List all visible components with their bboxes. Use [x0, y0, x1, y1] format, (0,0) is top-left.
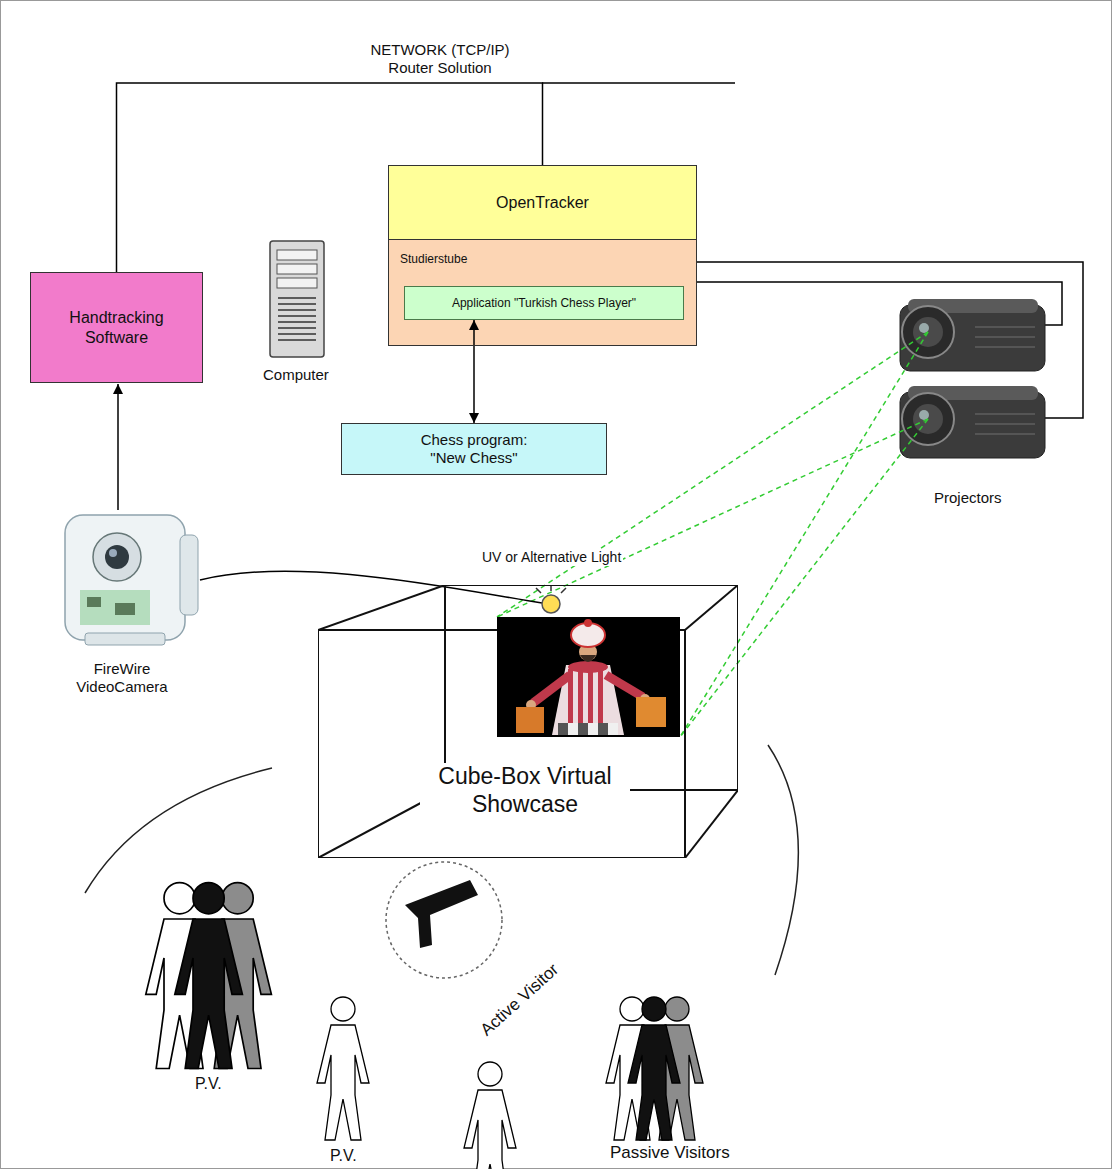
- showcase-cube: Cube-Box Virtual Showcase: [318, 585, 738, 858]
- projector: [975, 327, 1035, 347]
- network-label: NETWORK (TCP/IP) Router Solution: [363, 41, 517, 77]
- device-label: Projectors: [932, 489, 1004, 507]
- program-box: Chess program: "New Chess": [341, 423, 607, 475]
- visitor-label: Active Visitor: [475, 959, 564, 1042]
- turk-automaton-image: [584, 619, 592, 627]
- device-label: FireWire VideoCamera: [65, 660, 179, 696]
- projector: [975, 414, 1035, 434]
- firewire-camera: [109, 549, 117, 557]
- turk-automaton-image: [608, 723, 618, 735]
- passive-visitor-group: [175, 883, 243, 1069]
- computer-icon: [270, 241, 324, 357]
- hmd-icon: [386, 862, 502, 978]
- active-visitor-figure: [464, 1062, 516, 1169]
- passive-visitor: [317, 997, 369, 1140]
- turk-automaton-image: [516, 707, 544, 733]
- cube-edge: [685, 585, 738, 630]
- cube-edge: [685, 790, 738, 858]
- projection-beams: [497, 332, 928, 737]
- cube-edge: [445, 585, 738, 586]
- turk-automaton-image: [606, 675, 643, 697]
- passive-visitor: [317, 997, 369, 1140]
- box-title: Studierstube: [400, 252, 467, 266]
- firewire-camera: [85, 633, 165, 645]
- panel-fills: [388, 239, 697, 346]
- visitor-label: Passive Visitors: [608, 1143, 732, 1163]
- hmd-icon: [386, 862, 502, 978]
- projector: [900, 386, 1045, 458]
- panel-fill: [388, 239, 697, 346]
- firewire-camera: [80, 590, 150, 625]
- box-title: Handtracking Software: [52, 308, 182, 346]
- firewire-camera: [105, 545, 129, 569]
- turk-automaton-image: [598, 723, 608, 735]
- firewire-camera: [115, 603, 135, 615]
- audience-arc: [768, 745, 798, 975]
- framework-box: StudierstubeApplication "Turkish Chess P…: [388, 239, 697, 346]
- video-feed-arrow: [117, 384, 119, 510]
- computer-icon: [278, 298, 316, 340]
- turk-automaton-image: [558, 723, 568, 735]
- projector: [900, 305, 1045, 371]
- active-visitor-figure: [464, 1062, 516, 1169]
- computer-icon: [277, 264, 317, 274]
- network-bus: [542, 82, 735, 84]
- cube-edge: [318, 630, 319, 858]
- projector: [900, 299, 1045, 371]
- turk-automaton-image: [497, 617, 680, 737]
- firewire-camera: [87, 597, 101, 607]
- projection-beams: [680, 419, 928, 737]
- turk-automaton-image: [580, 655, 596, 662]
- projector: [900, 392, 1045, 458]
- turk-automaton-image: [497, 617, 680, 737]
- firewire-camera: [93, 533, 141, 581]
- visitor-label: P.V.: [328, 1146, 359, 1165]
- passive-visitor-group: [628, 997, 680, 1140]
- cube-edge: [318, 585, 445, 630]
- computer-icon: [277, 250, 317, 260]
- visitor-label: P.V.: [193, 1074, 224, 1093]
- connector: [473, 320, 475, 423]
- turk-automaton-image: [568, 723, 578, 735]
- device-label: Computer: [261, 366, 331, 384]
- box-title: Application "Turkish Chess Player": [452, 296, 636, 310]
- turk-automaton-image: [636, 697, 666, 727]
- uv-light: [542, 595, 560, 613]
- computer-icon: [270, 241, 324, 357]
- projection-beams: [680, 332, 928, 737]
- turk-automaton-image: [578, 723, 588, 735]
- uv-light: [536, 585, 566, 613]
- computer-icon: [277, 278, 317, 288]
- cube-edge: [318, 857, 685, 858]
- hmd-icon: [405, 880, 478, 948]
- box-title: Chess program: "New Chess": [409, 431, 539, 467]
- application-box: Application "Turkish Chess Player": [404, 286, 684, 320]
- audience-arc: [85, 768, 272, 893]
- cube-edge: [737, 585, 738, 790]
- software-box: Handtracking Software: [30, 272, 203, 383]
- uv-light: [536, 585, 566, 593]
- box-title: OpenTracker: [496, 193, 589, 212]
- firewire-camera: [65, 515, 198, 645]
- passive-visitor-group: [146, 883, 272, 1069]
- cube-edge: [444, 585, 446, 790]
- cube-title: Cube-Box Virtual Showcase: [420, 763, 630, 818]
- camera-cable: [200, 571, 542, 603]
- cube-edge: [684, 630, 686, 858]
- turk-automaton-image: [568, 661, 608, 673]
- passive-visitor-group: [606, 997, 703, 1140]
- device-label: UV or Alternative Light: [480, 549, 623, 566]
- turk-automaton-image: [533, 675, 570, 703]
- firewire-camera: [180, 535, 198, 615]
- turk-automaton-image: [588, 723, 598, 735]
- tracker-box: OpenTracker: [388, 165, 697, 240]
- firewire-camera: [65, 515, 185, 640]
